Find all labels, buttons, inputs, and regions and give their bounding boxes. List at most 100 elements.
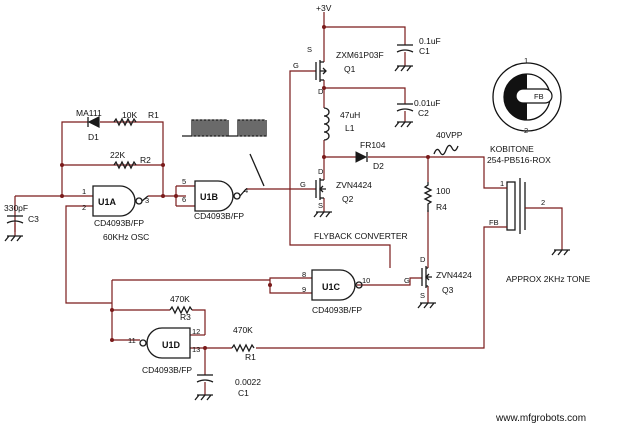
u1d-pin13: 13 — [192, 345, 200, 354]
q3-s-pin: S — [420, 291, 425, 300]
piezo-transducer: KOBITONE 254-PB516-ROX 1 2 FB — [487, 144, 551, 234]
c3-ref: C3 — [28, 214, 39, 224]
resistor-r1-top: 10K R1 — [113, 110, 159, 127]
diode-d2: FR104 D2 — [355, 140, 386, 171]
q3-ref: Q3 — [442, 285, 454, 295]
ground-q3 — [417, 302, 436, 309]
u1b-pin4: 4 — [244, 186, 248, 195]
tone-label: APPROX 2KHz TONE — [506, 274, 591, 284]
l1-ref: L1 — [345, 123, 355, 133]
q3-part: ZVN4424 — [436, 270, 472, 280]
disc-pin1: 1 — [524, 56, 528, 65]
q2-ref: Q2 — [342, 194, 354, 204]
disc-pin2: 2 — [524, 126, 528, 135]
u1d-part: CD4093B/FP — [142, 365, 192, 375]
piezo-pin2: 2 — [541, 198, 545, 207]
c3-value: 330pF — [4, 203, 28, 213]
r3-value: 470K — [170, 294, 190, 304]
c2-ref: C2 — [418, 108, 429, 118]
junction-dots — [60, 25, 430, 350]
capacitor-c1-top: 0.1uF C1 — [394, 36, 441, 72]
q2-d-pin: D — [318, 167, 324, 176]
r1-bottom-value: 470K — [233, 325, 253, 335]
u1d-pin12: 12 — [192, 327, 200, 336]
d1-ref: D1 — [88, 132, 99, 142]
inductor-l1: 47uH L1 — [323, 107, 360, 141]
ground-q2 — [313, 211, 332, 218]
u1d-ref: U1D — [162, 340, 181, 350]
r2-ref: R2 — [140, 155, 151, 165]
u1a-pin3: 3 — [145, 196, 149, 205]
r1-bottom-ref: R1 — [245, 352, 256, 362]
q1-s-pin: S — [307, 45, 312, 54]
flyback-label: FLYBACK CONVERTER — [314, 231, 408, 241]
transistor-q3: D G S ZVN4424 Q3 — [404, 255, 472, 300]
pulse-pointer — [249, 153, 265, 187]
c1-top-value: 0.1uF — [419, 36, 441, 46]
transistor-q2: D G S ZVN4424 Q2 — [300, 167, 372, 210]
resistor-r1-bottom: 470K R1 — [231, 325, 256, 362]
c1-top-ref: C1 — [419, 46, 430, 56]
u1b-pin5: 5 — [182, 177, 186, 186]
d2-ref: D2 — [373, 161, 384, 171]
q1-g-pin: G — [293, 61, 299, 70]
piezo-fb: FB — [489, 218, 499, 227]
d1-part: MA111 — [76, 108, 102, 118]
u1c-pin9: 9 — [302, 285, 306, 294]
u1c-pin10: 10 — [362, 276, 370, 285]
resistor-r4: 100 R4 — [423, 182, 450, 212]
q3-d-pin: D — [420, 255, 426, 264]
diode-d1: MA111 D1 — [76, 108, 102, 142]
r1-top-value: 10K — [122, 110, 137, 120]
q2-g-pin: G — [300, 180, 306, 189]
gate-u1a: U1A 1 2 3 CD4093B/FP 60KHz OSC — [82, 185, 149, 242]
r1-top-ref: R1 — [148, 110, 159, 120]
r4-ref: R4 — [436, 202, 447, 212]
u1a-pin2: 2 — [82, 203, 86, 212]
capacitor-c3: 330pF C3 — [4, 203, 39, 242]
resistor-r3: 470K R3 — [169, 294, 193, 322]
vpp-label: 40VPP — [436, 130, 463, 140]
capacitor-c2: 0.01uF C2 — [394, 98, 440, 128]
u1b-pin6: 6 — [182, 195, 186, 204]
c1-bottom-ref: C1 — [238, 388, 249, 398]
r4-value: 100 — [436, 186, 450, 196]
q1-part: ZXM61P03F — [336, 50, 384, 60]
d2-part: FR104 — [360, 140, 386, 150]
watermark: www.mfgrobots.com — [495, 413, 586, 424]
u1d-pin11: 11 — [128, 336, 136, 345]
resistor-r2: 22K R2 — [110, 150, 151, 170]
q2-part: ZVN4424 — [336, 180, 372, 190]
gate-u1b: U1B 5 6 4 CD4093B/FP — [182, 177, 248, 221]
u1b-ref: U1B — [200, 192, 219, 202]
u1b-part: CD4093B/FP — [194, 211, 244, 221]
ground-piezo — [551, 249, 570, 256]
u1a-part: CD4093B/FP — [94, 218, 144, 228]
gate-u1d: U1D 12 13 11 CD4093B/FP — [128, 327, 200, 375]
q2-s-pin: S — [318, 201, 323, 210]
supply-label: +3V — [316, 3, 332, 13]
ring-wave-icon — [433, 144, 459, 156]
piezo-disc-icon: 1 2 FB — [492, 56, 562, 135]
u1a-ref: U1A — [98, 197, 117, 207]
u1c-part: CD4093B/FP — [312, 305, 362, 315]
q3-g-pin: G — [404, 276, 410, 285]
transistor-q1: S G D ZXM61P03F Q1 — [293, 45, 384, 96]
l1-value: 47uH — [340, 110, 360, 120]
capacitor-c1-bottom: 0.0022 C1 — [194, 374, 261, 401]
u1c-pin8: 8 — [302, 270, 306, 279]
u1a-note: 60KHz OSC — [103, 232, 149, 242]
r2-value: 22K — [110, 150, 125, 160]
wires — [14, 12, 563, 375]
gate-u1c: U1C 8 9 10 CD4093B/FP — [302, 269, 370, 315]
u1c-ref: U1C — [322, 282, 341, 292]
piezo-brand: KOBITONE — [490, 144, 534, 154]
piezo-pin1: 1 — [500, 179, 504, 188]
pulse-train-icon — [182, 119, 267, 137]
u1a-pin1: 1 — [82, 187, 86, 196]
c2-value: 0.01uF — [414, 98, 440, 108]
disc-fb: FB — [534, 92, 544, 101]
c1-bottom-value: 0.0022 — [235, 377, 261, 387]
q1-d-pin: D — [318, 87, 324, 96]
